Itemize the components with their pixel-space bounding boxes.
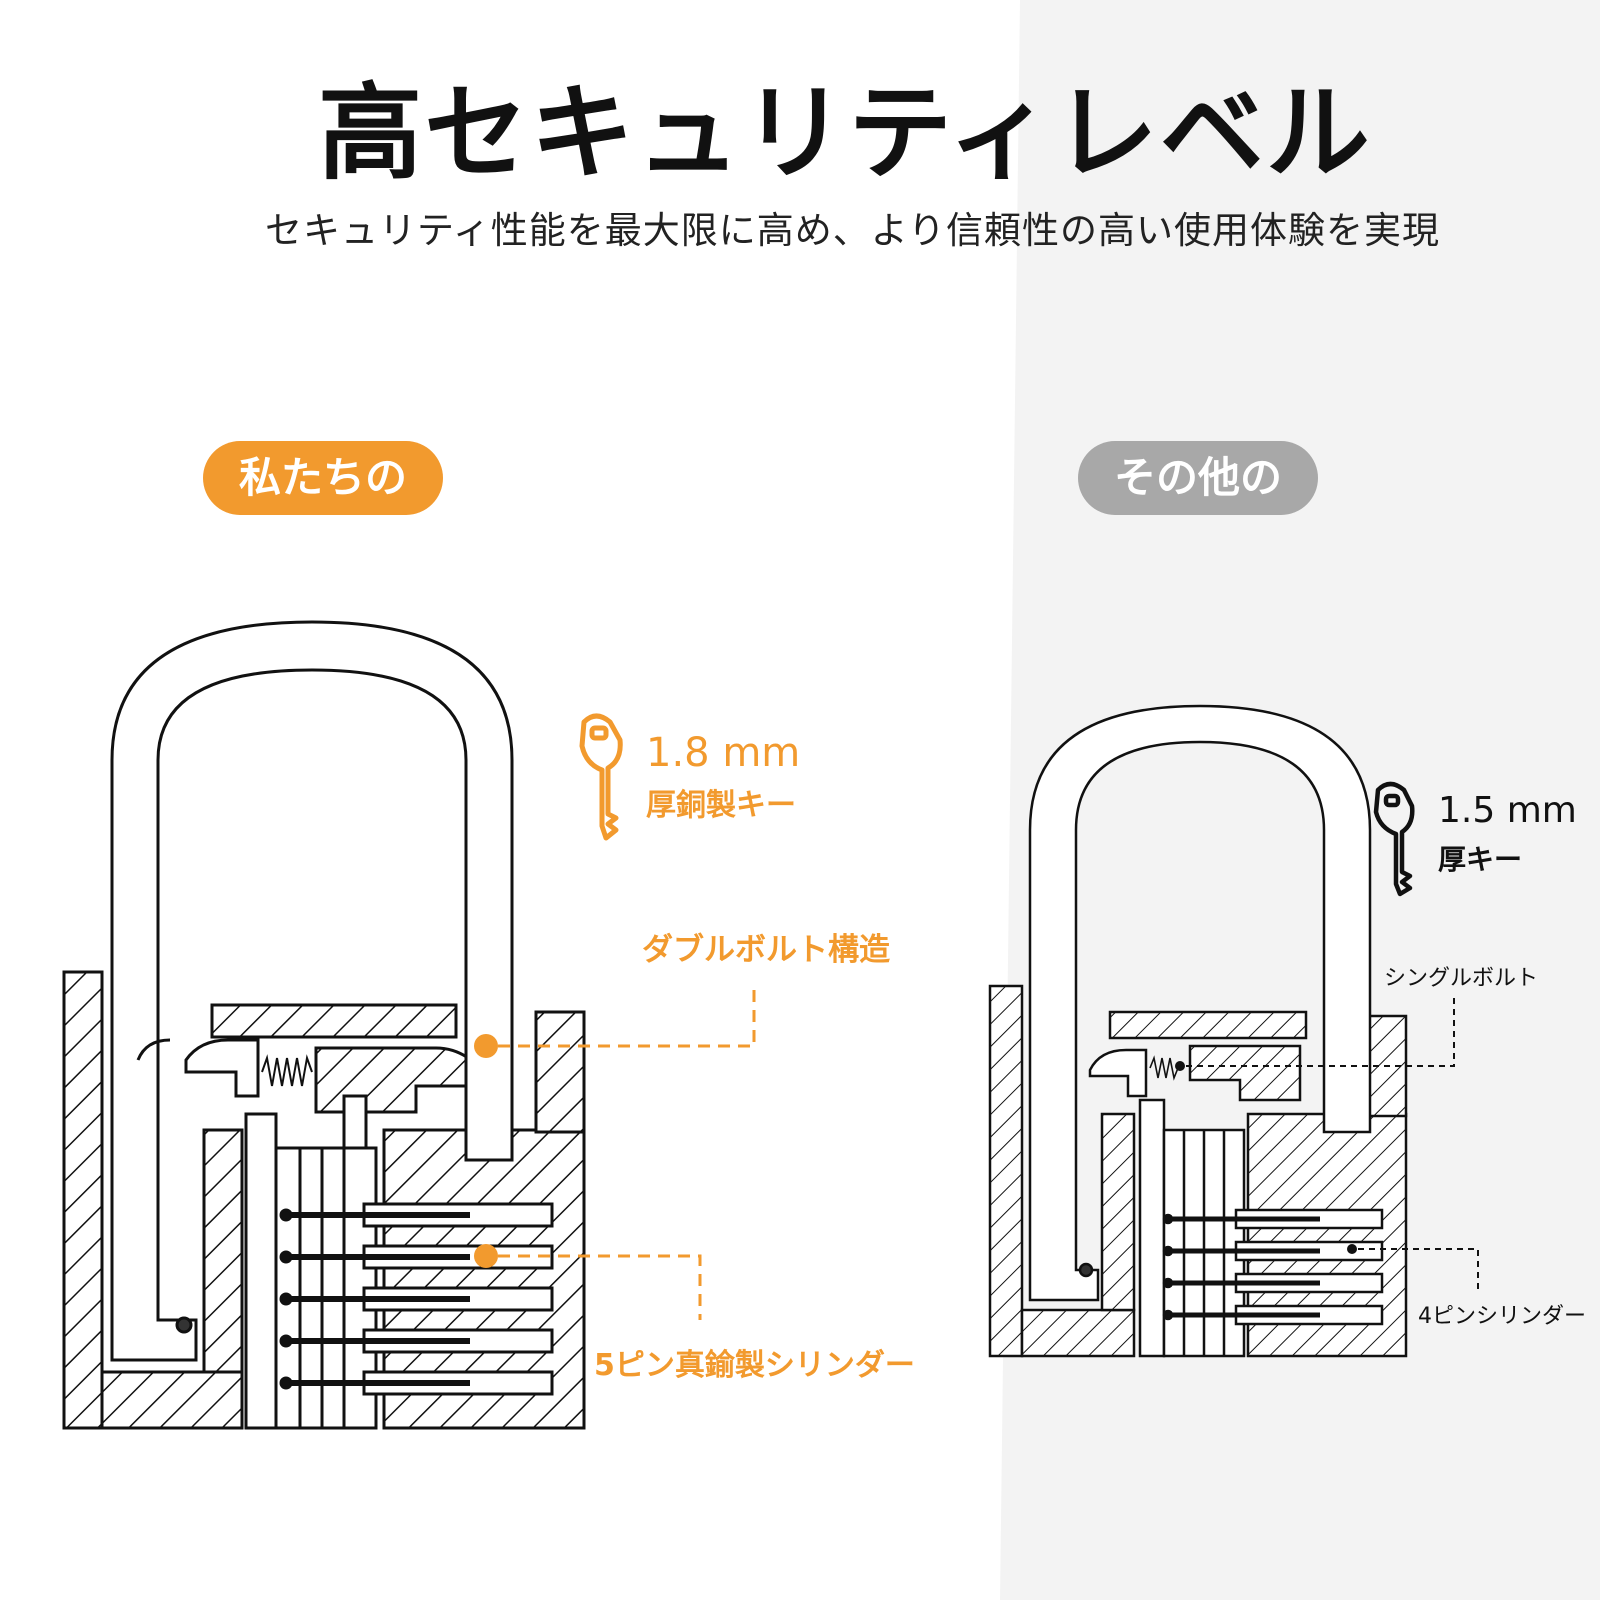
- pin-3: [1162, 1272, 1384, 1294]
- pin-4: [279, 1328, 554, 1354]
- key-icon: [579, 713, 623, 841]
- ours-key-description: 厚銅製キー: [646, 788, 796, 823]
- pin-2: [1162, 1240, 1384, 1262]
- pin-2: [279, 1244, 554, 1270]
- pin-1: [1162, 1208, 1384, 1230]
- pin-5: [279, 1370, 554, 1396]
- key-icon: [1373, 781, 1415, 897]
- other-key-thickness: 1.5 mm: [1438, 790, 1577, 831]
- ours-callouts: [474, 982, 756, 1320]
- other-key-description: 厚キー: [1438, 843, 1523, 876]
- other-pins: [1162, 1208, 1384, 1326]
- ours-bolt-label: ダブルボルト構造: [642, 932, 890, 968]
- ours-padlock: [62, 620, 586, 1430]
- ours-pins: [279, 1202, 554, 1396]
- other-bolt-label: シングルボルト: [1384, 966, 1539, 991]
- ours-key-thickness: 1.8 mm: [646, 730, 801, 776]
- other-tag: その他の: [1078, 441, 1318, 515]
- ours-cylinder-label: 5ピン真鍮製シリンダー: [594, 1348, 915, 1383]
- page-title: 高セキュリティレベル: [318, 72, 1372, 194]
- pin-4: [1162, 1304, 1384, 1326]
- ours-tag: 私たちの: [203, 441, 443, 515]
- page-subtitle: セキュリティ性能を最大限に高め、より信頼性の高い使用体験を実現: [264, 209, 1441, 252]
- pin-3: [279, 1286, 554, 1312]
- other-cylinder-label: 4ピンシリンダー: [1418, 1304, 1586, 1329]
- pin-1: [279, 1202, 554, 1228]
- other-callouts: [1175, 994, 1479, 1290]
